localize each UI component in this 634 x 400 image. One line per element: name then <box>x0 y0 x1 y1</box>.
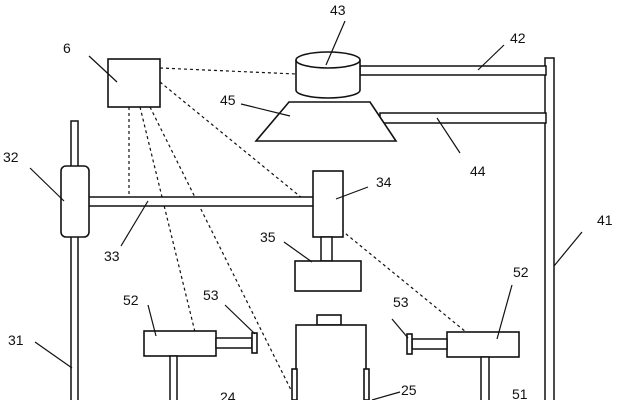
container-24 <box>291 314 370 400</box>
horizontal-arm <box>87 196 315 207</box>
right-clamp <box>406 331 520 400</box>
label-35: 35 <box>260 229 276 245</box>
label-25: 25 <box>401 382 417 398</box>
cylinder-component <box>295 51 361 99</box>
label-6: 6 <box>63 40 71 56</box>
label-43: 43 <box>330 2 346 18</box>
label-44: 44 <box>470 163 486 179</box>
label-45: 45 <box>220 92 236 108</box>
block-34 <box>312 170 344 238</box>
lower-arm <box>379 112 547 124</box>
label-42: 42 <box>510 30 526 46</box>
dashed-sight-lines <box>128 67 467 400</box>
label-41: 41 <box>597 212 613 228</box>
upper-arm <box>359 65 547 76</box>
label-51: 51 <box>512 386 528 400</box>
left-clamp <box>143 330 258 400</box>
trapezoid-hood <box>254 101 398 142</box>
leader-lines <box>29 20 583 400</box>
part-labels: 6 43 42 45 44 41 32 34 33 35 52 53 53 52… <box>3 2 613 400</box>
label-24: 24 <box>220 389 236 400</box>
sleeve-block <box>60 165 90 238</box>
label-53-right: 53 <box>393 294 409 310</box>
label-53-left: 53 <box>203 287 219 303</box>
plate-35 <box>294 260 362 292</box>
label-32: 32 <box>3 149 19 165</box>
box-six <box>107 58 161 108</box>
block-stem <box>320 236 333 262</box>
left-pole <box>70 120 79 400</box>
label-31: 31 <box>8 332 24 348</box>
label-52-left: 52 <box>123 292 139 308</box>
label-33: 33 <box>104 248 120 264</box>
label-34: 34 <box>376 174 392 190</box>
label-52-right: 52 <box>513 264 529 280</box>
right-frame-post <box>544 57 555 400</box>
